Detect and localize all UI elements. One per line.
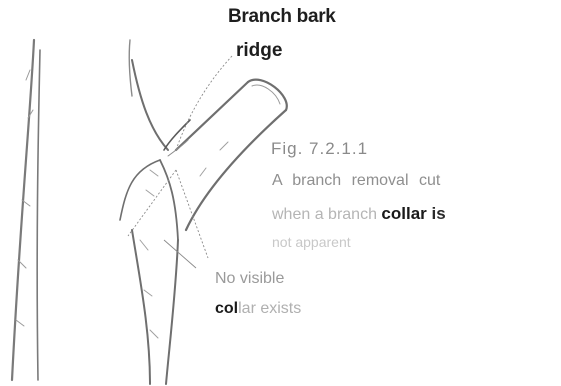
caption-collar-word: collar <box>381 204 426 223</box>
caption-line2-pre: when a branch <box>272 206 381 223</box>
left-trunk <box>12 40 40 380</box>
caption-line1: A branch removal cut <box>272 172 440 190</box>
no-visible-label-line2: collar exists <box>215 300 301 318</box>
branch-bark-label-line1: Branch bark <box>228 6 336 28</box>
branch-bark-label-line2: ridge <box>236 40 282 62</box>
caption-line3: not apparent <box>272 234 351 250</box>
caption-line2: when a branch collar is <box>272 204 446 224</box>
figure-number: Fig. 7.2.1.1 <box>271 139 368 159</box>
no-visible-col: col <box>215 300 238 317</box>
caption-line2-post: is <box>427 204 446 223</box>
no-visible-label-line1: No visible <box>215 270 284 288</box>
leader-lines <box>128 56 232 268</box>
no-visible-rest: lar exists <box>238 300 301 317</box>
